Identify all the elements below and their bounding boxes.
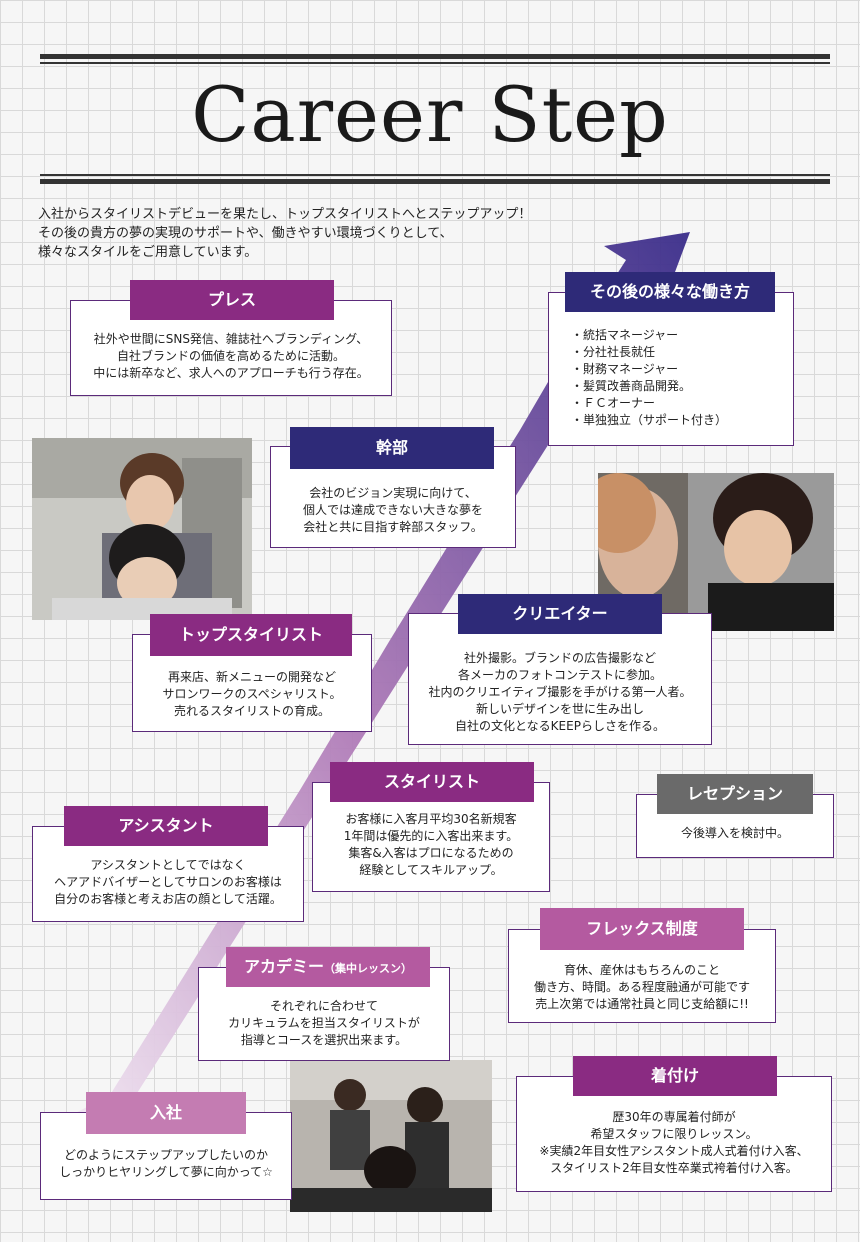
arrow-shape [62,232,690,1120]
card-text: ヘアアドバイザーとしてサロンのお客様は [54,875,282,889]
card-text: それぞれに合わせて [269,999,378,1013]
card-text: サロンワークのスペシャリスト。 [162,687,342,701]
label-academy-main: アカデミー [243,957,324,976]
card-text: アシスタントとしてではなく [90,858,246,872]
top-rule-thick [40,54,830,59]
card-text: 指導とコースを選択出来ます。 [240,1033,408,1047]
card-text: スタイリスト2年目女性卒業式袴着付け入客。 [550,1161,798,1175]
label-reception: レセプション [657,774,813,814]
label-kanbu: 幹部 [290,427,494,469]
card-text: 1年間は優先的に入客出来ます。 [343,829,519,843]
label-press: プレス [130,280,334,320]
card-text: 会社と共に目指す幹部スタッフ。 [303,520,483,534]
label-stylist: スタイリスト [330,762,534,802]
card-text: 歴30年の専属着付師が [612,1110,736,1124]
card-text: ・髪質改善商品開発。 [571,379,692,393]
card-text: 社外撮影。ブランドの広告撮影など [463,651,656,665]
card-text: 個人では達成できない大きな夢を [302,503,483,517]
card-text: 自社ブランドの価値を高めるために活動。 [116,349,345,363]
card-text: 集客&入客はプロになるための [348,846,514,860]
card-text: 自社の文化となるKEEPらしさを作る。 [455,719,665,733]
salon-photo-stylist-cutting [32,438,252,620]
label-assistant: アシスタント [64,806,268,846]
card-text: 希望スタッフに限りレッスン。 [590,1127,758,1141]
page-title: Career Step [191,70,669,159]
card-text: 再来店、新メニューの開発など [167,670,336,684]
card-text: 中には新卒など、求人へのアプローチも行う存在。 [93,366,369,380]
label-creator: クリエイター [458,594,662,634]
intro-line: その後の貴方の夢の実現のサポートや、働きやすい環境づくりとして、 [38,226,453,241]
card-nyusha: どのようにステップアップしたいのか しっかりヒヤリングして夢に向かって☆ [40,1112,292,1200]
card-text: 売れるスタイリストの育成。 [173,704,330,718]
card-text: ・統括マネージャー [571,328,679,342]
label-top-stylist: トップスタイリスト [150,614,352,656]
card-text: ・財務マネージャー [571,362,679,376]
label-after: その後の様々な働き方 [565,272,775,312]
card-text: 売上次第では通常社員と同じ支給額に!! [535,997,749,1011]
card-text: 自分のお客様と考えお店の顔として活躍。 [54,892,282,906]
card-text: ・分社社長就任 [571,345,656,359]
card-text: ・ＦＣオーナー [571,396,656,410]
top-rule-thin [40,62,830,64]
card-text: 新しいデザインを世に生み出し [475,702,644,716]
card-text: どのようにステップアップしたいのか [63,1148,268,1162]
intro-text: 入社からスタイリストデビューを果たし、トップスタイリストへとステップアップ！ そ… [38,205,598,262]
card-creator: 社外撮影。ブランドの広告撮影など 各メーカのフォトコンテストに参加。 社内のクリ… [408,613,712,745]
intro-line: 様々なスタイルをご用意しています。 [38,245,258,260]
card-text: ・単独独立（サポート付き） [571,413,728,427]
label-kitsuke: 着付け [573,1056,777,1096]
card-after: ・統括マネージャー ・分社社長就任 ・財務マネージャー ・髪質改善商品開発。 ・… [548,292,794,446]
card-text: 経験としてスキルアップ。 [359,863,503,877]
bottom-rule-thick [40,179,830,184]
card-text: しっかりヒヤリングして夢に向かって☆ [59,1165,273,1179]
card-text: 社内のクリエイティブ撮影を手がける第一人者。 [428,685,692,699]
card-text: 今後導入を検討中。 [680,826,789,840]
bottom-rule-thin [40,174,830,176]
card-text: 働き方、時間。ある程度融通が可能です [533,980,750,994]
label-flex: フレックス制度 [540,908,744,950]
card-text: 社外や世間にSNS発信、雑誌社へブランディング、 [93,332,369,346]
label-academy-sub: （集中レッスン） [324,962,412,975]
card-text: お客様に入客月平均30名新規客 [345,812,517,826]
card-text: ※実績2年目女性アシスタント成人式着付け入客、 [539,1144,809,1158]
card-text: カリキュラムを担当スタイリストが [228,1016,420,1030]
card-text: 会社のビジョン実現に向けて、 [309,486,477,500]
label-academy: アカデミー（集中レッスン） [226,947,430,987]
card-text: 育休、産休はもちろんのこと [563,963,720,977]
salon-photo-academy [290,1060,492,1212]
intro-line: 入社からスタイリストデビューを果たし、トップスタイリストへとステップアップ！ [38,207,532,222]
label-nyusha: 入社 [86,1092,246,1134]
card-text: 各メーカのフォトコンテストに参加。 [457,668,662,682]
